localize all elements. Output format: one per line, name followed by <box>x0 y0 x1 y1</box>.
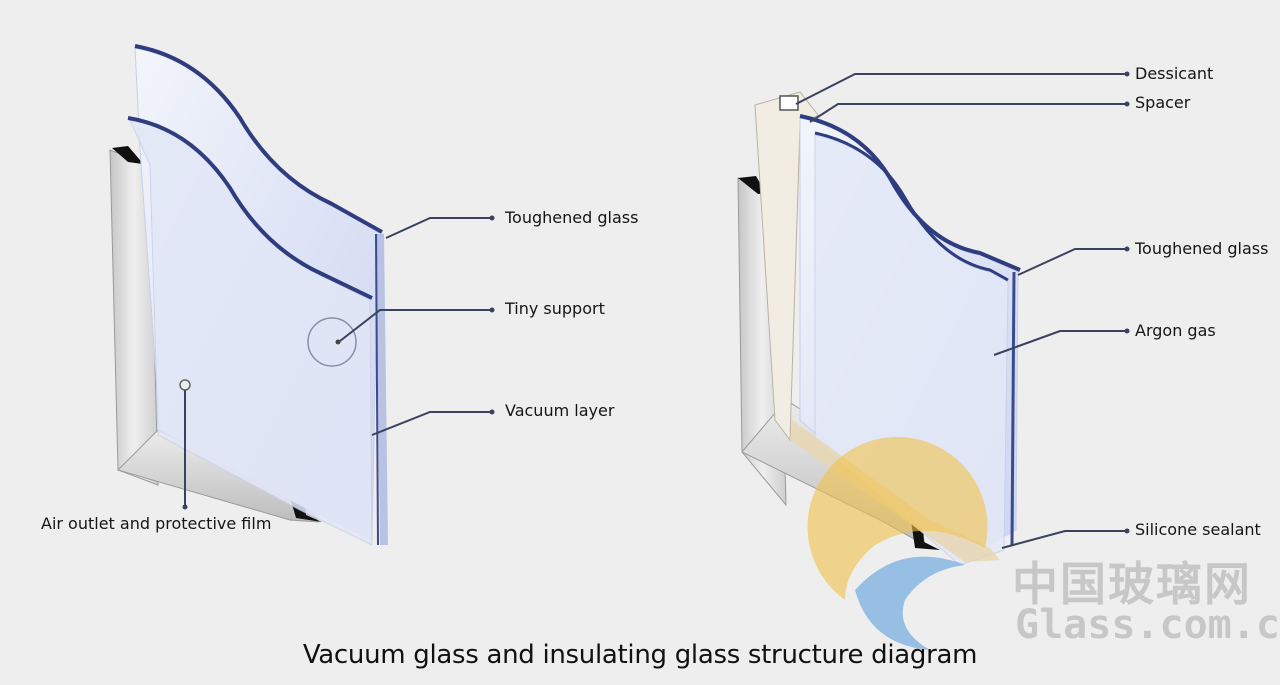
watermark-logo-ring <box>807 436 988 600</box>
vacuum-back-pane-edge <box>134 44 383 234</box>
insulating-seal-top <box>738 176 778 194</box>
insulating-sealant-strip <box>790 420 1000 562</box>
label-dessicant: Dessicant <box>1135 64 1214 83</box>
air-outlet-marker <box>179 379 191 391</box>
leader-end-toughened-glass-left <box>489 215 495 221</box>
watermark-logo <box>807 436 988 650</box>
leader-silicone-sealant <box>1001 530 1125 549</box>
leader-dessicant <box>795 73 1125 105</box>
leader-end-dessicant <box>1124 71 1130 77</box>
leader-toughened-glass-right <box>1017 248 1125 276</box>
dessicant-block <box>779 95 799 111</box>
leader-end-argon-gas <box>1124 328 1130 334</box>
leader-vacuum-layer <box>371 411 490 436</box>
leader-end-vacuum-layer <box>489 409 495 415</box>
label-toughened-glass-right: Toughened glass <box>1135 239 1269 258</box>
watermark-en: Glass.com.cn <box>1015 602 1280 648</box>
vacuum-right-edge <box>376 233 388 546</box>
vacuum-right-edge-line <box>375 233 379 546</box>
label-argon-gas: Argon gas <box>1135 321 1216 340</box>
label-vacuum-layer: Vacuum layer <box>505 401 615 420</box>
watermark-cn: 中国玻璃网 <box>1012 557 1252 611</box>
diagram-caption: Vacuum glass and insulating glass struct… <box>302 640 978 670</box>
label-air-outlet: Air outlet and protective film <box>41 514 272 533</box>
leader-end-tiny-support <box>489 307 495 313</box>
leader-spacer <box>809 103 1125 123</box>
label-tiny-support: Tiny support <box>505 299 605 318</box>
leader-end-air-outlet <box>182 504 188 510</box>
leader-toughened-glass-left <box>385 217 490 239</box>
leader-tiny-support <box>339 309 490 342</box>
tiny-support-circle <box>307 317 357 367</box>
insulating-right-edge <box>1010 271 1016 546</box>
vacuum-front-pane-edge <box>127 116 373 300</box>
vacuum-glass-illustration <box>109 44 495 546</box>
watermark-logo-swoosh <box>855 556 965 650</box>
leader-end-toughened-glass-right <box>1124 246 1130 252</box>
insulating-front-pane-edge <box>814 131 1009 282</box>
label-toughened-glass-left: Toughened glass <box>505 208 639 227</box>
tiny-support-point <box>335 339 341 345</box>
label-silicone-sealant: Silicone sealant <box>1135 520 1261 539</box>
leader-end-silicone-sealant <box>1124 528 1130 534</box>
leader-argon-gas <box>993 330 1125 356</box>
label-spacer: Spacer <box>1135 93 1191 112</box>
leader-end-spacer <box>1124 101 1130 107</box>
